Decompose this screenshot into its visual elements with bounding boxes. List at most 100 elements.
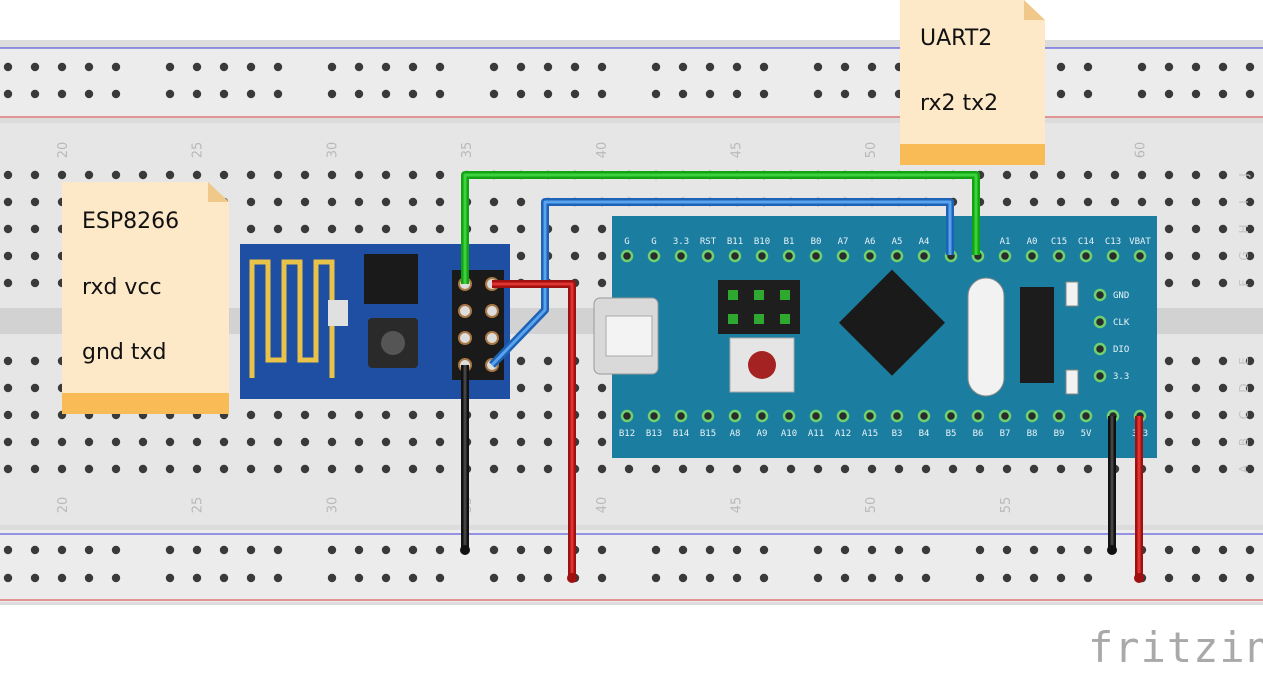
breadboard-hole [1245, 224, 1255, 234]
bluepill-pin [1079, 409, 1093, 423]
bluepill-pin [917, 249, 931, 263]
breadboard-hole [1029, 464, 1039, 474]
pin-label: A11 [808, 429, 824, 439]
breadboard-hole [1245, 383, 1255, 393]
breadboard-hole [1218, 464, 1228, 474]
note-band [900, 144, 1045, 165]
breadboard-hole [1137, 170, 1147, 180]
rail-hole [732, 89, 742, 99]
breadboard-hole [30, 437, 40, 447]
rail-hole [840, 545, 850, 555]
rail-hole [111, 573, 121, 583]
bluepill-pin [1052, 409, 1066, 423]
rail-hole [705, 89, 715, 99]
rail-hole [3, 62, 13, 72]
rail-hole [219, 62, 229, 72]
breadboard-hole [165, 437, 175, 447]
breadboard-hole [408, 437, 418, 447]
breadboard-hole [1164, 464, 1174, 474]
breadboard-hole [381, 410, 391, 420]
rail-hole [354, 62, 364, 72]
breadboard-hole [1002, 464, 1012, 474]
rail-hole [894, 573, 904, 583]
breadboard-hole [1056, 464, 1066, 474]
pin-label: B13 [646, 429, 662, 439]
rail-hole [246, 573, 256, 583]
bluepill-pin [1052, 249, 1066, 263]
reset-button-cap [748, 351, 776, 379]
breadboard-hole [1164, 224, 1174, 234]
breadboard-hole [489, 464, 499, 474]
breadboard-hole [219, 170, 229, 180]
pin-label: B10 [754, 237, 770, 247]
rail-hole [597, 62, 607, 72]
rail-hole [489, 89, 499, 99]
rail-hole [516, 545, 526, 555]
breadboard-hole [30, 356, 40, 366]
breadboard-hole [1056, 170, 1066, 180]
breadboard-hole [219, 464, 229, 474]
breadboard-hole [273, 170, 283, 180]
bluepill-pin [620, 409, 634, 423]
breadboard-hole [651, 464, 661, 474]
rail-hole [705, 573, 715, 583]
pin-label: B8 [1027, 429, 1038, 439]
breadboard-hole [1191, 224, 1201, 234]
pin-label: B3 [892, 429, 903, 439]
breadboard-hole [192, 464, 202, 474]
breadboard-hole [3, 437, 13, 447]
breadboard-hole [435, 224, 445, 234]
rail-hole [192, 62, 202, 72]
bluepill-pin [728, 249, 742, 263]
jumper-pin [754, 314, 764, 324]
rail-hole [489, 545, 499, 555]
pin-label: A15 [862, 429, 878, 439]
rail-hole [1245, 545, 1255, 555]
bottom-power-rail [0, 530, 1263, 602]
rail-hole [219, 89, 229, 99]
crystal [328, 300, 348, 326]
breadboard-hole [3, 197, 13, 207]
breadboard-hole [435, 437, 445, 447]
rail-hole [435, 545, 445, 555]
pin-label: G [651, 237, 656, 247]
breadboard-hole [1218, 437, 1228, 447]
rail-hole [894, 545, 904, 555]
bluepill-pin [728, 409, 742, 423]
esp-pin [485, 304, 499, 318]
rail-hole [30, 89, 40, 99]
breadboard-hole [1056, 197, 1066, 207]
jumper-pin [780, 314, 790, 324]
rail-hole [759, 89, 769, 99]
rail-hole [111, 62, 121, 72]
note-line: rxd vcc [82, 275, 162, 300]
rail-hole [408, 545, 418, 555]
breadboard-hole [786, 464, 796, 474]
breadboard-hole [705, 464, 715, 474]
rail-hole [705, 545, 715, 555]
rail-hole [921, 573, 931, 583]
breadboard-hole [1164, 278, 1174, 288]
esp-pin [485, 331, 499, 345]
rail-hole [327, 62, 337, 72]
breadboard-hole [516, 383, 526, 393]
rail-hole [732, 62, 742, 72]
rail-hole [435, 62, 445, 72]
breadboard-hole [111, 170, 121, 180]
swd-pin-label: 3.3 [1113, 372, 1129, 382]
bluepill-pin [998, 249, 1012, 263]
breadboard-hole [381, 464, 391, 474]
breadboard-hole [273, 464, 283, 474]
rail-hole [1083, 545, 1093, 555]
breadboard-hole [1164, 197, 1174, 207]
rail-hole [165, 89, 175, 99]
rail-hole [1245, 573, 1255, 583]
row-letter: D [1237, 383, 1251, 392]
breadboard-hole [597, 410, 607, 420]
breadboard-hole [489, 437, 499, 447]
breadboard-hole [1218, 224, 1228, 234]
rail-hole [516, 62, 526, 72]
breadboard-hole [327, 224, 337, 234]
